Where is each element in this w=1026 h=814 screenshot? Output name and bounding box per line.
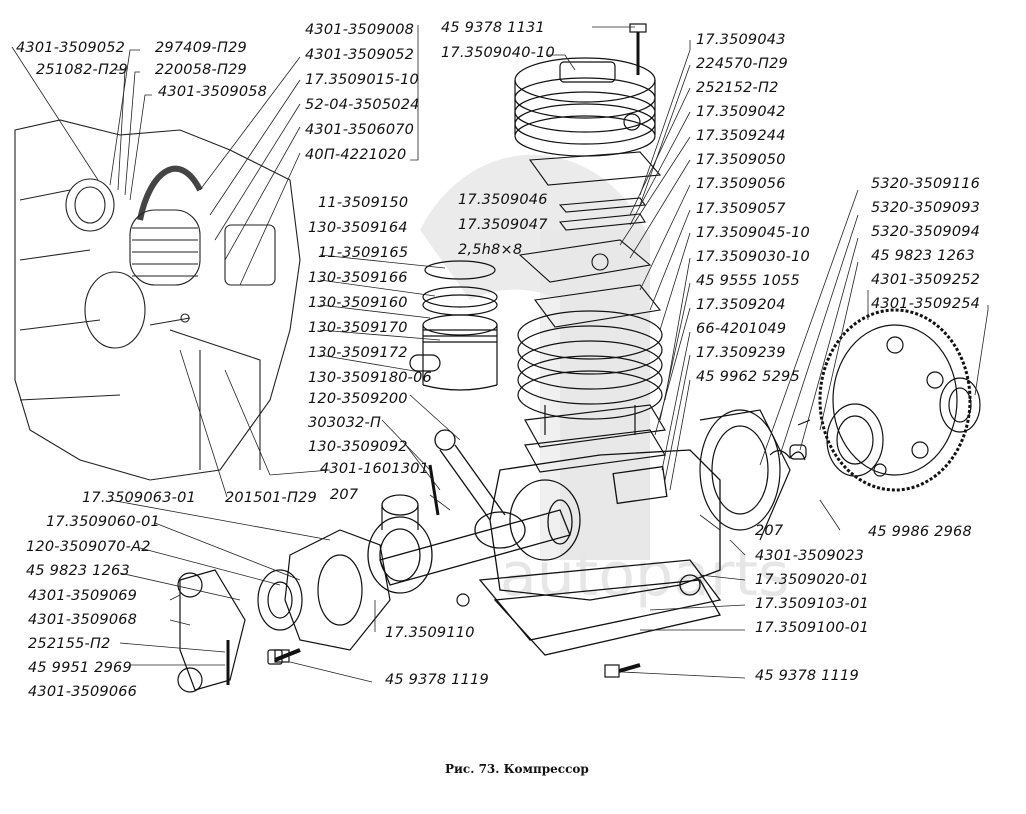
callout-upper-1: 4301-3509008 (305, 22, 415, 38)
callout-lower-center-1: 17.3509110 (385, 625, 475, 641)
callout-upper-5: 4301-3506070 (305, 122, 415, 138)
callout-head-bolt: 45 9378 1131 (441, 20, 545, 36)
callout-top-left-5: 4301-3509058 (158, 84, 268, 100)
callout-lower-left-5: 4301-3509069 (28, 588, 138, 604)
callout-valve-1: 17.3509046 (458, 192, 548, 208)
callout-top-left-1: 4301-3509052 (16, 40, 126, 56)
cylinder-head (514, 23, 656, 157)
callout-upper-6: 40П-4221020 (305, 147, 407, 163)
callout-piston-3: 11-3509165 (318, 245, 409, 261)
callout-lower-right-7: 45 9986 2968 (868, 524, 972, 540)
callout-piston-5: 130-3509160 (308, 295, 408, 311)
callout-head: 17.3509040-10 (441, 45, 555, 61)
callout-piston-4: 130-3509166 (308, 270, 408, 286)
callout-lower-right-1: 207 (755, 523, 784, 539)
callout-right-10: 17.3509030-10 (696, 249, 810, 265)
watermark-text: autoparts (500, 540, 789, 610)
callout-piston-1: 11-3509150 (318, 195, 409, 211)
callout-gear-1: 5320-3509116 (871, 176, 981, 192)
callout-right-12: 17.3509204 (696, 297, 786, 313)
callout-engine-3: 207 (330, 487, 359, 503)
figure-caption: Рис. 73. Компрессор (445, 762, 589, 776)
watermark-logo (420, 154, 650, 560)
callout-piston-8: 130-3509180-06 (308, 370, 432, 386)
callout-lower-left-7: 252155-П2 (28, 636, 111, 652)
callout-right-9: 17.3509045-10 (696, 225, 810, 241)
callout-lower-left-2: 17.3509060-01 (46, 514, 160, 530)
callout-lower-right-5: 17.3509100-01 (755, 620, 869, 636)
bolts (274, 593, 641, 678)
callout-right-6: 17.3509050 (696, 152, 786, 168)
callout-piston-10: 303032-П (308, 415, 382, 431)
callout-lower-right-3: 17.3509020-01 (755, 572, 869, 588)
callout-lower-right-6: 45 9378 1119 (755, 668, 859, 684)
valve-plates (518, 151, 662, 328)
callout-upper-3: 17.3509015-10 (305, 72, 419, 88)
callout-top-left-4: 220058-П29 (155, 62, 247, 78)
callout-gear-5: 4301-3509252 (871, 272, 981, 288)
callout-gear-2: 5320-3509093 (871, 200, 981, 216)
callout-top-left-2: 251082-П29 (36, 62, 128, 78)
callout-right-3: 252152-П2 (696, 80, 779, 96)
callout-lower-left-8: 45 9951 2969 (28, 660, 132, 676)
callout-upper-2: 4301-3509052 (305, 47, 415, 63)
callout-lower-left-1: 17.3509063-01 (82, 490, 196, 506)
callout-right-11: 45 9555 1055 (696, 273, 800, 289)
callout-piston-2: 130-3509164 (308, 220, 408, 236)
callout-right-5: 17.3509244 (696, 128, 786, 144)
callout-lower-center-2: 45 9378 1119 (385, 672, 489, 688)
callout-valve-3: 2,5h8×8 (458, 242, 523, 258)
callout-right-2: 224570-П29 (696, 56, 788, 72)
callout-right-8: 17.3509057 (696, 201, 786, 217)
callout-piston-7: 130-3509172 (308, 345, 408, 361)
connecting-rod (428, 429, 526, 549)
callout-upper-4: 52-04-3505024 (305, 97, 420, 113)
callout-lower-left-6: 4301-3509068 (28, 612, 138, 628)
drive-gear (699, 308, 981, 541)
callout-right-14: 17.3509239 (696, 345, 786, 361)
callout-lower-left-4: 45 9823 1263 (26, 563, 130, 579)
crankcase (478, 449, 722, 656)
callout-lower-left-3: 120-3509070-А2 (26, 539, 151, 555)
callout-right-15: 45 9962 5295 (696, 369, 800, 385)
callout-piston-11: 130-3509092 (308, 439, 408, 455)
crankshaft (367, 499, 573, 594)
callout-right-4: 17.3509042 (696, 104, 786, 120)
callout-gear-6: 4301-3509254 (871, 296, 981, 312)
callout-top-left-3: 297409-П29 (155, 40, 247, 56)
callout-gear-3: 5320-3509094 (871, 224, 981, 240)
callout-right-13: 66-4201049 (696, 321, 787, 337)
callout-lower-right-2: 4301-3509023 (755, 548, 865, 564)
front-cover (177, 529, 391, 693)
piston-assembly (381, 260, 498, 530)
callout-piston-9: 120-3509200 (308, 391, 408, 407)
engine-block (14, 119, 301, 481)
callout-engine-1: 4301-1601301 (320, 461, 430, 477)
callout-right-7: 17.3509056 (696, 176, 786, 192)
callout-engine-2: 201501-П29 (225, 490, 317, 506)
callout-right-1: 17.3509043 (696, 32, 786, 48)
leader-lines (11, 25, 989, 683)
cylinder-block (517, 310, 666, 473)
callout-lower-left-9: 4301-3509066 (28, 684, 138, 700)
callout-lower-right-4: 17.3509103-01 (755, 596, 869, 612)
callout-valve-2: 17.3509047 (458, 217, 548, 233)
callout-piston-6: 130-3509170 (308, 320, 408, 336)
callout-gear-4: 45 9823 1263 (871, 248, 975, 264)
